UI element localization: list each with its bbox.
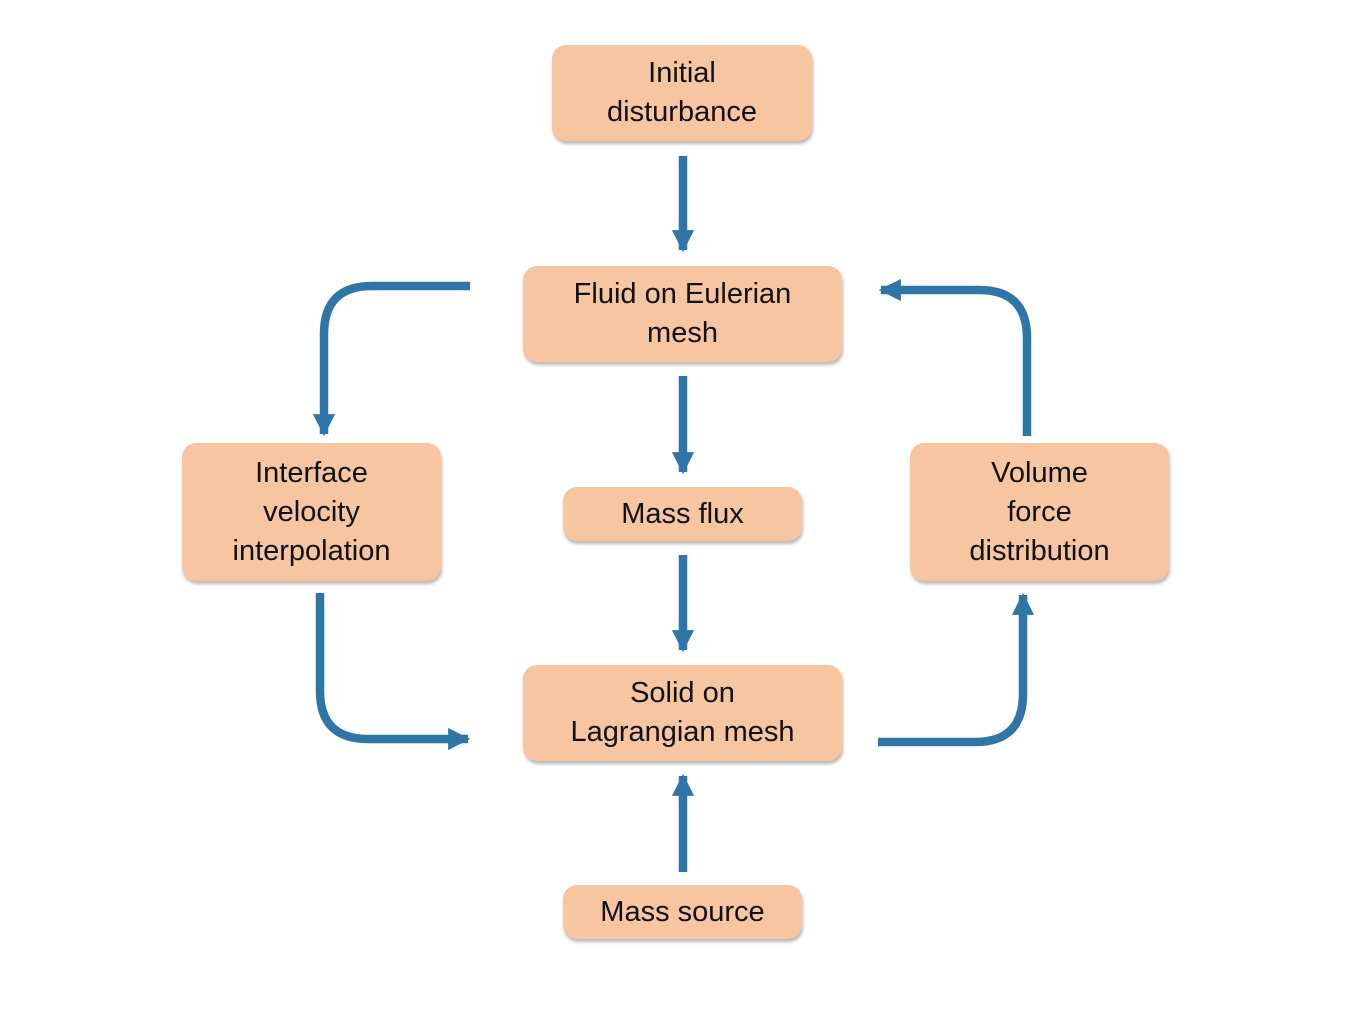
node-label: Mass source (600, 895, 765, 928)
node-label: Mass flux (621, 497, 744, 530)
node-mass-flux: Mass flux (563, 487, 802, 541)
node-label: Fluid on Eulerian mesh (573, 278, 792, 349)
node-label: Initial disturbance (607, 57, 757, 128)
node-interface-velocity-interpolation: Interface velocity interpolation (182, 443, 441, 581)
arrow-fluid-to-interface (312, 281, 470, 437)
arrow-solid-to-volumeforce (878, 592, 1035, 747)
node-label: Solid on Lagrangian mesh (570, 677, 795, 748)
node-mass-source: Mass source (563, 885, 802, 939)
node-label: Volume force distribution (969, 456, 1110, 567)
node-solid-lagrangian-mesh: Solid on Lagrangian mesh (523, 665, 842, 761)
node-fluid-eulerian-mesh: Fluid on Eulerian mesh (523, 266, 842, 362)
node-label: Interface velocity interpolation (232, 456, 391, 567)
node-initial-disturbance: Initial disturbance (552, 45, 812, 141)
arrow-volumeforce-to-fluid (878, 278, 1032, 436)
node-volume-force-distribution: Volume force distribution (910, 443, 1169, 581)
arrow-interface-to-solid (315, 593, 471, 751)
